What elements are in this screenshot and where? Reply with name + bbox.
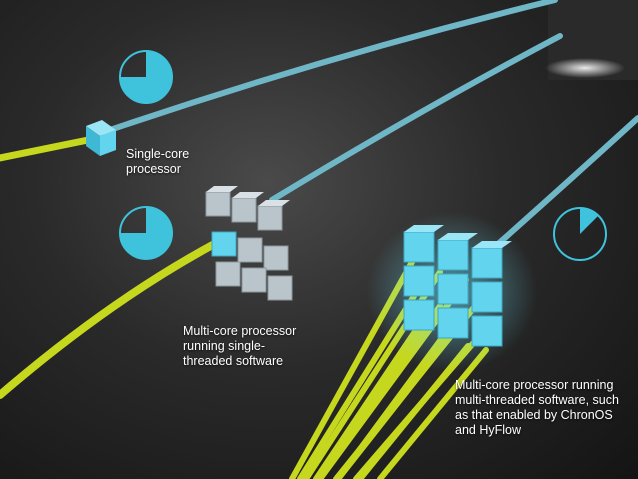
label-line: and HyFlow xyxy=(455,423,521,437)
timer-wedge xyxy=(120,51,172,103)
timers xyxy=(119,50,607,261)
label-line: Multi-core processor running xyxy=(455,378,614,392)
label-multi-core-single-threaded: Multi-core processor running single- thr… xyxy=(183,324,296,369)
label-line: multi-threaded software, such xyxy=(455,393,619,407)
single-core-chip xyxy=(86,120,116,156)
timer-pie-icon xyxy=(119,206,173,260)
blue-fiber-multi-multi xyxy=(495,115,638,247)
label-line: threaded software xyxy=(183,354,284,368)
label-line: as that enabled by ChronOS xyxy=(455,408,613,422)
label-line: Multi-core processor xyxy=(183,324,297,338)
multi-core-multi-threaded-chip xyxy=(367,212,537,372)
timer-wedge xyxy=(120,207,172,259)
light-flare-glow xyxy=(545,58,625,78)
yellow-fiber-multi-single xyxy=(0,238,222,399)
timer-pie-icon xyxy=(553,207,607,261)
label-line: processor xyxy=(126,162,181,176)
label-multi-core-multi-threaded: Multi-core processor running multi-threa… xyxy=(455,378,619,438)
timer-wedge xyxy=(580,208,599,234)
yellow-fiber-single-core xyxy=(0,136,92,162)
blue-fibers xyxy=(101,0,638,247)
label-line: Single-core xyxy=(126,147,190,161)
multi-core-single-threaded-chip xyxy=(205,186,293,301)
label-line: running single- xyxy=(183,339,265,353)
label-single-core-processor: Single-core processor xyxy=(126,147,189,177)
blue-fiber-multi-single xyxy=(269,33,563,203)
blue-fiber-single-core xyxy=(101,0,558,135)
timer-pie-icon xyxy=(119,50,173,104)
